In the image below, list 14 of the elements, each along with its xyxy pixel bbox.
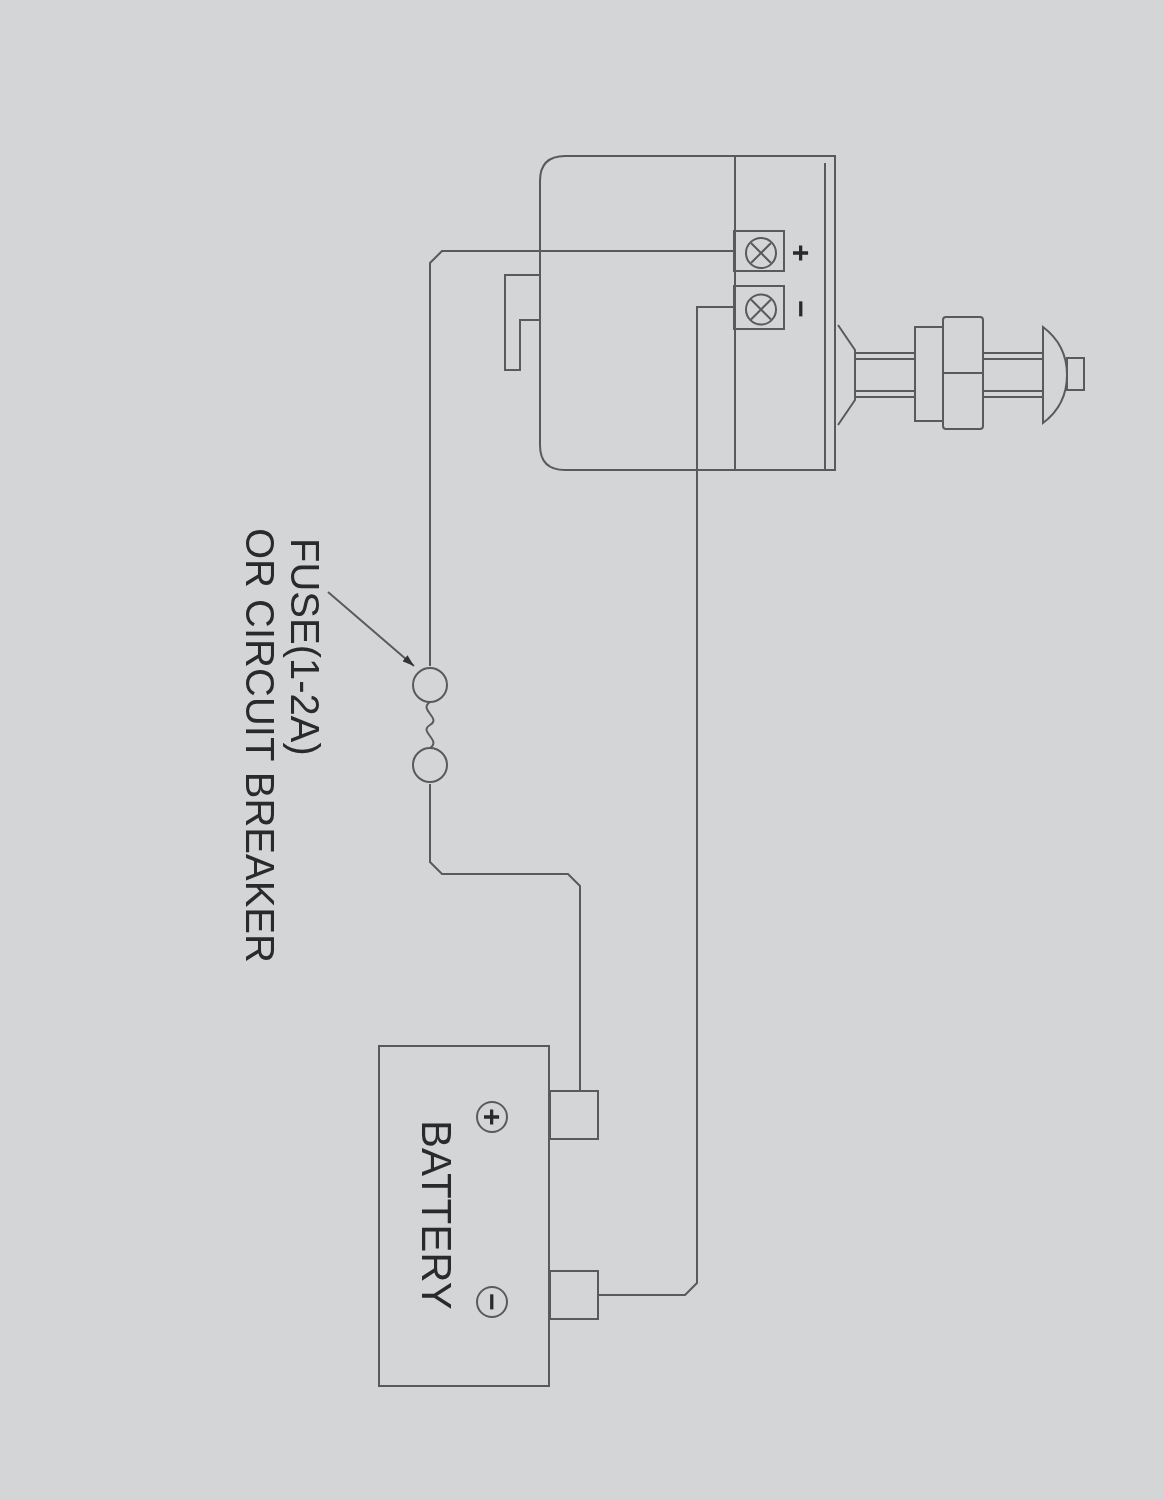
polarity-mark: −: [786, 300, 816, 318]
polarity-mark: +: [476, 1101, 508, 1133]
leader-line: [327, 591, 415, 667]
battery-terminal: [549, 1270, 599, 1320]
polarity-mark: −: [476, 1286, 508, 1318]
battery-box: [378, 1045, 550, 1387]
callout-text: FUSE(1-2A): [285, 538, 325, 756]
callout-text: OR CIRCUIT BREAKER: [240, 528, 280, 963]
wire: [598, 306, 734, 1296]
polarity-mark: +: [786, 244, 816, 262]
wire: [429, 250, 734, 667]
battery-label: BATTERY: [415, 1120, 457, 1310]
battery-terminal: [549, 1090, 599, 1140]
wire: [429, 783, 581, 1091]
